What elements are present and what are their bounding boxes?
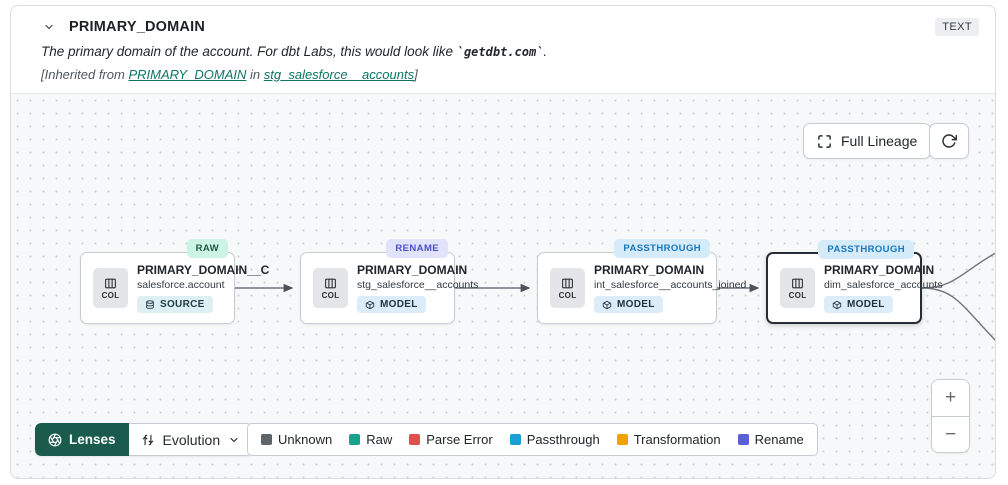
lineage-edges (235, 252, 995, 341)
legend-swatch-transformation (616, 434, 628, 445)
columns-icon (792, 278, 803, 288)
columns-icon (105, 278, 116, 288)
collapse-chevron-icon[interactable] (39, 17, 59, 37)
legend-item: Rename (737, 432, 804, 447)
inherited-suffix: ] (414, 67, 418, 82)
lineage-node-intermediate[interactable]: PASSTHROUGH COL PRIMARY_DOMAIN int_sales… (537, 239, 746, 324)
legend-swatch-parse-error (409, 434, 421, 445)
legend-swatch-passthrough (509, 434, 521, 445)
legend-label: Raw (366, 432, 393, 447)
chevron-down-icon (230, 437, 238, 442)
column-header: PRIMARY_DOMAIN TEXT The primary domain o… (11, 6, 995, 93)
lineage-canvas[interactable]: Full Lineage RAW COL PRIMARY_DOMAIN__C s… (11, 93, 995, 478)
inherited-middle: in (246, 67, 264, 82)
node-title: PRIMARY_DOMAIN (594, 263, 705, 277)
zoom-in-button[interactable]: + (932, 380, 969, 416)
legend-label: Rename (754, 432, 804, 447)
column-block: COL (313, 268, 348, 308)
lens-legend: Unknown Raw Parse Error Passthrough Tran… (247, 423, 818, 456)
col-label: COL (101, 290, 120, 300)
node-title: PRIMARY_DOMAIN (357, 263, 468, 277)
status-badge: PASSTHROUGH (614, 239, 710, 258)
full-lineage-label: Full Lineage (841, 133, 918, 149)
col-label: COL (558, 290, 577, 300)
full-lineage-button[interactable]: Full Lineage (803, 123, 932, 159)
resource-badge: MODEL (357, 296, 426, 313)
resource-badge: SOURCE (137, 296, 213, 313)
description-period: . (543, 44, 548, 59)
status-badge: RAW (186, 239, 228, 258)
legend-swatch-raw (349, 434, 361, 445)
zoom-controls: + − (931, 379, 970, 453)
resource-badge: MODEL (594, 296, 663, 313)
col-label: COL (321, 290, 340, 300)
expand-corners-icon (817, 134, 832, 149)
inherited-column-link[interactable]: PRIMARY_DOMAIN (128, 67, 247, 82)
cube-icon (602, 300, 612, 309)
lenses-button[interactable]: Lenses (35, 423, 129, 456)
node-subtitle: int_salesforce__accounts_joined (594, 279, 747, 291)
node-subtitle: dim_salesforce_accounts (824, 279, 943, 291)
legend-label: Passthrough (526, 432, 600, 447)
legend-item: Parse Error (409, 432, 493, 447)
columns-icon (325, 278, 336, 288)
legend-item: Passthrough (509, 432, 600, 447)
lens-controls: Lenses Evolution (35, 423, 254, 456)
column-lineage-panel: PRIMARY_DOMAIN TEXT The primary domain o… (10, 5, 996, 479)
node-subtitle: salesforce.account (137, 279, 225, 291)
node-subtitle: stg_salesforce__accounts (357, 279, 479, 291)
column-description: The primary domain of the account. For d… (41, 44, 979, 59)
inherited-prefix: [Inherited from (41, 67, 129, 82)
cube-icon (832, 300, 842, 309)
inherited-model-link[interactable]: stg_salesforce__accounts (263, 67, 415, 82)
zoom-out-button[interactable]: − (932, 416, 969, 452)
lenses-label: Lenses (69, 432, 116, 447)
resource-label: MODEL (617, 299, 655, 310)
aperture-icon (48, 433, 62, 446)
swap-vertical-icon (142, 434, 153, 445)
lineage-node-dim-selected[interactable]: PASSTHROUGH COL PRIMARY_DOMAIN dim_sales… (766, 240, 942, 324)
lens-select-evolution[interactable]: Evolution (128, 423, 254, 456)
status-badge: RENAME (386, 239, 448, 258)
description-text: The primary domain of the account. For d… (41, 44, 457, 59)
inherited-note: [Inherited from PRIMARY_DOMAIN in stg_sa… (41, 67, 979, 82)
resource-label: SOURCE (160, 299, 205, 310)
legend-item: Transformation (616, 432, 721, 447)
refresh-icon (941, 133, 957, 149)
legend-swatch-unknown (261, 434, 272, 445)
legend-item: Unknown (261, 432, 332, 447)
page-title: PRIMARY_DOMAIN (69, 19, 205, 35)
refresh-button[interactable] (929, 123, 969, 159)
database-icon (146, 299, 154, 309)
col-label: COL (788, 290, 807, 300)
lineage-node-staging[interactable]: RENAME COL PRIMARY_DOMAIN stg_salesforce… (300, 239, 478, 324)
description-code: `getdbt.com` (456, 45, 544, 59)
column-block: COL (780, 268, 815, 308)
resource-label: MODEL (847, 299, 885, 310)
node-title: PRIMARY_DOMAIN__C (137, 263, 270, 277)
column-block: COL (93, 268, 128, 308)
status-badge: PASSTHROUGH (818, 240, 914, 259)
resource-label: MODEL (380, 299, 418, 310)
column-type-badge: TEXT (935, 18, 979, 36)
legend-label: Parse Error (426, 432, 493, 447)
legend-item: Raw (349, 432, 392, 447)
lineage-node-source[interactable]: RAW COL PRIMARY_DOMAIN__C salesforce.acc… (80, 239, 269, 324)
resource-badge: MODEL (824, 296, 893, 313)
column-block: COL (550, 268, 585, 308)
legend-label: Unknown (278, 432, 333, 447)
lens-selected-label: Evolution (162, 431, 221, 448)
columns-icon (562, 278, 573, 288)
legend-label: Transformation (633, 432, 721, 447)
node-title: PRIMARY_DOMAIN (824, 263, 935, 277)
cube-icon (365, 300, 375, 309)
legend-swatch-rename (737, 434, 749, 445)
